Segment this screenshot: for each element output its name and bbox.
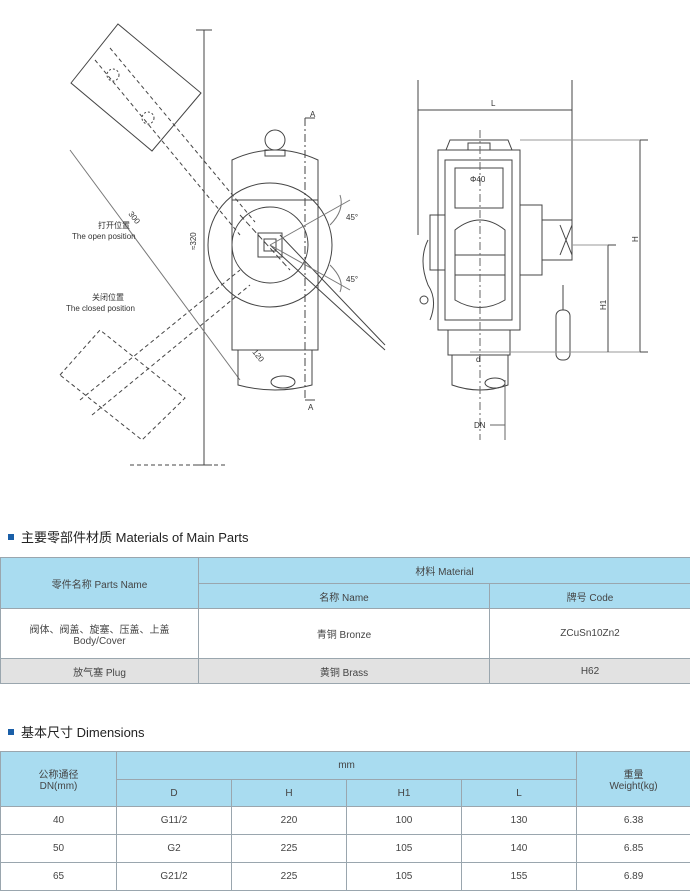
dimensions-cell: G2 (116, 834, 232, 863)
part-en: Body/Cover (73, 635, 126, 647)
dimensions-section-title: 基本尺寸 Dimensions (8, 722, 145, 741)
dimensions-table: 公称通径 DN(mm) mm 重量 Weight(kg) D H H1 L 40… (0, 751, 690, 891)
dimensions-col-h1: H1 (346, 779, 462, 807)
table-row: 65 G21/2 225 105 155 6.89 (0, 862, 690, 891)
dimension-d: d (476, 355, 480, 364)
materials-table: 零件名称 Parts Name 材料 Material 名称 Name 牌号 C… (0, 557, 690, 684)
section-square-icon (8, 533, 14, 540)
materials-header-name: 名称 Name (198, 583, 490, 609)
dimensions-cell: 6.38 (576, 806, 690, 835)
dimensions-header-dn: 公称通径 DN(mm) (0, 751, 117, 807)
dimensions-cell: 100 (346, 806, 462, 835)
table-row: 阀体、阀盖、旋塞、压盖、上盖 Body/Cover 青铜 Bronze ZCuS… (0, 608, 690, 659)
dimension-h1: H1 (599, 299, 608, 310)
dimension-320: ≈320 (189, 232, 198, 250)
dimensions-header-weight: 重量 Weight(kg) (576, 751, 690, 807)
angle-45-top: 45° (346, 213, 358, 222)
materials-code-cell: ZCuSn10Zn2 (488, 608, 690, 659)
dimensions-cell: 130 (460, 806, 578, 835)
dimensions-col-d: D (116, 779, 232, 807)
dimensions-cell: 40 (0, 806, 117, 835)
closed-position-en: The closed position (66, 304, 135, 313)
materials-part-cell: 阀体、阀盖、旋塞、压盖、上盖 Body/Cover (0, 608, 199, 659)
dimensions-col-h: H (231, 779, 347, 807)
materials-name-cell: 青铜 Bronze (198, 608, 490, 659)
dimensions-cell: 155 (460, 862, 578, 891)
header-weight-en: Weight(kg) (609, 781, 658, 792)
section-a-top: A (310, 110, 316, 119)
angle-45-bottom: 45° (346, 275, 358, 284)
dimensions-cell: 225 (231, 834, 347, 863)
closed-position-cn: 关闭位置 (92, 292, 124, 302)
dimension-phi40: Φ40 (470, 175, 486, 184)
dimensions-header-mm: mm (115, 751, 578, 780)
header-dn-en: DN(mm) (39, 781, 78, 792)
header-weight-cn: 重量 (623, 770, 644, 781)
dimensions-cell: G21/2 (116, 862, 232, 891)
open-position-handle (70, 23, 202, 152)
closed-position-handle (59, 329, 186, 441)
dimension-h: H (631, 236, 640, 242)
dimensions-col-l: L (460, 779, 578, 807)
section-a-bottom: A (308, 403, 314, 412)
dimensions-cell: 6.89 (576, 862, 690, 891)
dimension-dn: DN (474, 421, 486, 430)
dimensions-cell: 220 (231, 806, 347, 835)
dimensions-cell: 105 (346, 834, 462, 863)
dimensions-cell: 225 (231, 862, 347, 891)
dimensions-cell: 140 (460, 834, 578, 863)
valve-technical-drawing: 打开位置 The open position 关闭位置 The closed p… (59, 23, 648, 466)
open-position-cn: 打开位置 (98, 220, 130, 230)
open-position-en: The open position (72, 232, 136, 241)
materials-header-parts: 零件名称 Parts Name (0, 557, 199, 609)
materials-section-title: 主要零部件材质 Materials of Main Parts (8, 527, 249, 546)
header-dn-cn: 公称通径 (38, 770, 79, 781)
dimensions-cell: 105 (346, 862, 462, 891)
materials-name-cell: 黄铜 Brass (198, 658, 490, 684)
materials-header-material: 材料 Material (197, 557, 690, 584)
dimensions-cell: 6.85 (576, 834, 690, 863)
part-cn: 阀体、阀盖、旋塞、压盖、上盖 (29, 624, 170, 636)
materials-header-code: 牌号 Code (488, 583, 690, 609)
table-row: 放气塞 Plug 黄铜 Brass H62 (0, 658, 690, 684)
table-row: 50 G2 225 105 140 6.85 (0, 834, 690, 863)
dimensions-cell: 50 (0, 834, 117, 863)
dimensions-title-text: 基本尺寸 Dimensions (21, 725, 145, 740)
materials-title-text: 主要零部件材质 Materials of Main Parts (21, 530, 249, 545)
materials-code-cell: H62 (488, 658, 690, 684)
dimension-l: L (491, 99, 496, 108)
section-square-icon (8, 728, 14, 735)
materials-part-cell: 放气塞 Plug (0, 658, 199, 684)
dimensions-cell: 65 (0, 862, 117, 891)
dimensions-cell: G11/2 (116, 806, 232, 835)
table-row: 40 G11/2 220 100 130 6.38 (0, 806, 690, 835)
